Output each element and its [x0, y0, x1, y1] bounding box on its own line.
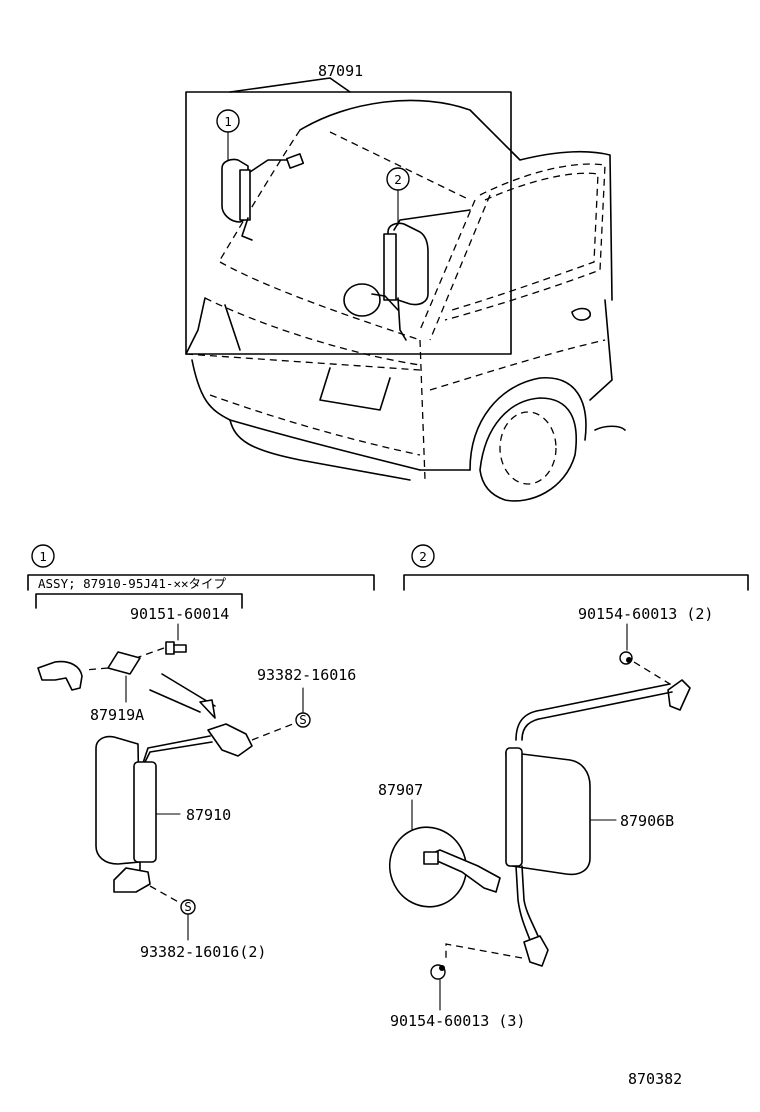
figure-id: 870382	[628, 1070, 682, 1088]
round-mirror-hub	[423, 851, 439, 865]
side-window-inner	[451, 172, 599, 311]
bottom-dash	[149, 885, 183, 905]
mirror-1-bottom-bracket	[113, 867, 151, 893]
section-2: 2 90154-60013 (2) 87907 87906B	[378, 544, 749, 1030]
mirror-2-stay-2	[515, 683, 671, 741]
label-screw-top: 90151-60014	[130, 605, 229, 623]
hood-line	[204, 297, 421, 366]
label-bolt-bottom: 90154-60013 (3)	[390, 1012, 525, 1030]
section-1-callout-text: 1	[39, 549, 47, 564]
screw-right-s: S	[299, 712, 307, 727]
overview-mirror-1-foot	[241, 217, 253, 241]
overview-mirror-1-edge	[239, 169, 251, 221]
callout-1-text: 1	[224, 114, 232, 129]
side-crease	[429, 339, 606, 391]
bolt-bottom-shape	[430, 964, 446, 980]
overview-callout-2: 2	[386, 167, 410, 226]
box-bottom-dash	[185, 353, 421, 371]
screw-top-dash	[135, 647, 165, 659]
arm-mount-shape	[207, 723, 253, 757]
overview-callout-1: 1	[216, 109, 240, 161]
overview-mirror-2-stay	[393, 209, 471, 231]
side-window	[444, 163, 606, 321]
small-mount-shape	[37, 660, 83, 691]
headlamp-left	[224, 304, 241, 351]
windshield-left	[219, 129, 301, 261]
bolt-top-dash	[633, 661, 671, 685]
mirror-2-top-mount	[667, 679, 691, 711]
front-left-edge	[185, 297, 206, 355]
screw-right-shape	[295, 712, 311, 728]
label-mirror-2: 87906B	[620, 812, 674, 830]
label-bracket: 87919A	[90, 706, 144, 724]
section-1: 1 ASSY; 87910-95J41-✕✕タイプ 90151-60014 87…	[27, 544, 375, 961]
a-pillar-2	[429, 194, 491, 341]
assembly-label: 87091	[318, 62, 363, 80]
section-2-callout	[411, 544, 435, 568]
mirror-2-bottom-mount	[523, 935, 549, 967]
label-screw-bottom: 93382-16016(2)	[140, 943, 266, 961]
overview-mirror-1-mount	[285, 153, 305, 169]
section-2-callout-text: 2	[419, 549, 427, 564]
wiper-line	[329, 131, 471, 201]
label-mirror-1: 87910	[186, 806, 231, 824]
body-corner	[419, 339, 426, 481]
mirror-2-stay	[521, 691, 673, 741]
bumper-bottom	[229, 419, 411, 481]
mirror-2-lower-stay-2	[521, 865, 539, 937]
wheel-arch	[469, 377, 587, 471]
mirror-1-stay	[141, 735, 211, 767]
screw-bottom-s: S	[184, 899, 192, 914]
assembly-leader	[229, 77, 351, 93]
overview-round-mirror	[343, 283, 381, 317]
wheel-hub	[499, 411, 557, 485]
screw-top-shape	[165, 641, 187, 655]
mirror-2-glass	[505, 751, 591, 876]
arrow-1-line	[149, 689, 201, 713]
label-round-mirror: 87907	[378, 781, 423, 799]
label-bolt-top: 90154-60013 (2)	[578, 605, 713, 623]
callout-2-text: 2	[394, 172, 402, 187]
overview-round-mirror-arm	[371, 293, 399, 311]
rear-body	[589, 299, 613, 401]
bracket-shape	[107, 651, 141, 675]
bolt-bottom-dash	[445, 943, 523, 960]
tire	[479, 397, 577, 502]
rear-wheel-hint	[594, 425, 626, 431]
bumper-mid	[209, 394, 421, 456]
section-2-bracket	[403, 574, 749, 591]
door-handle	[571, 307, 591, 321]
detail-box	[185, 91, 512, 355]
section-1-bracket	[27, 574, 375, 591]
mirror-2-lower-stay	[515, 865, 531, 941]
van-illustration: 1 2 87091	[185, 62, 626, 502]
mount-dash	[251, 721, 299, 741]
bracket-dash	[84, 667, 109, 671]
assy-subbracket	[35, 593, 243, 609]
bolt-top-shape	[619, 651, 633, 665]
label-screw-right: 93382-16016	[257, 666, 356, 684]
arrow-head	[199, 699, 216, 719]
bumper-top	[191, 359, 421, 471]
roof-line	[299, 99, 613, 301]
mirror-1-body	[133, 761, 157, 863]
section-1-callout	[31, 544, 55, 568]
overview-mirror-2-edge	[383, 233, 397, 301]
mirror-2-body	[505, 747, 523, 867]
headlamp-right	[319, 367, 391, 411]
assy-note: ASSY; 87910-95J41-✕✕タイプ	[38, 576, 227, 591]
round-mirror-shape	[388, 826, 468, 908]
round-mirror-arm	[425, 849, 501, 893]
overview-mirror-2-foot	[397, 297, 407, 341]
